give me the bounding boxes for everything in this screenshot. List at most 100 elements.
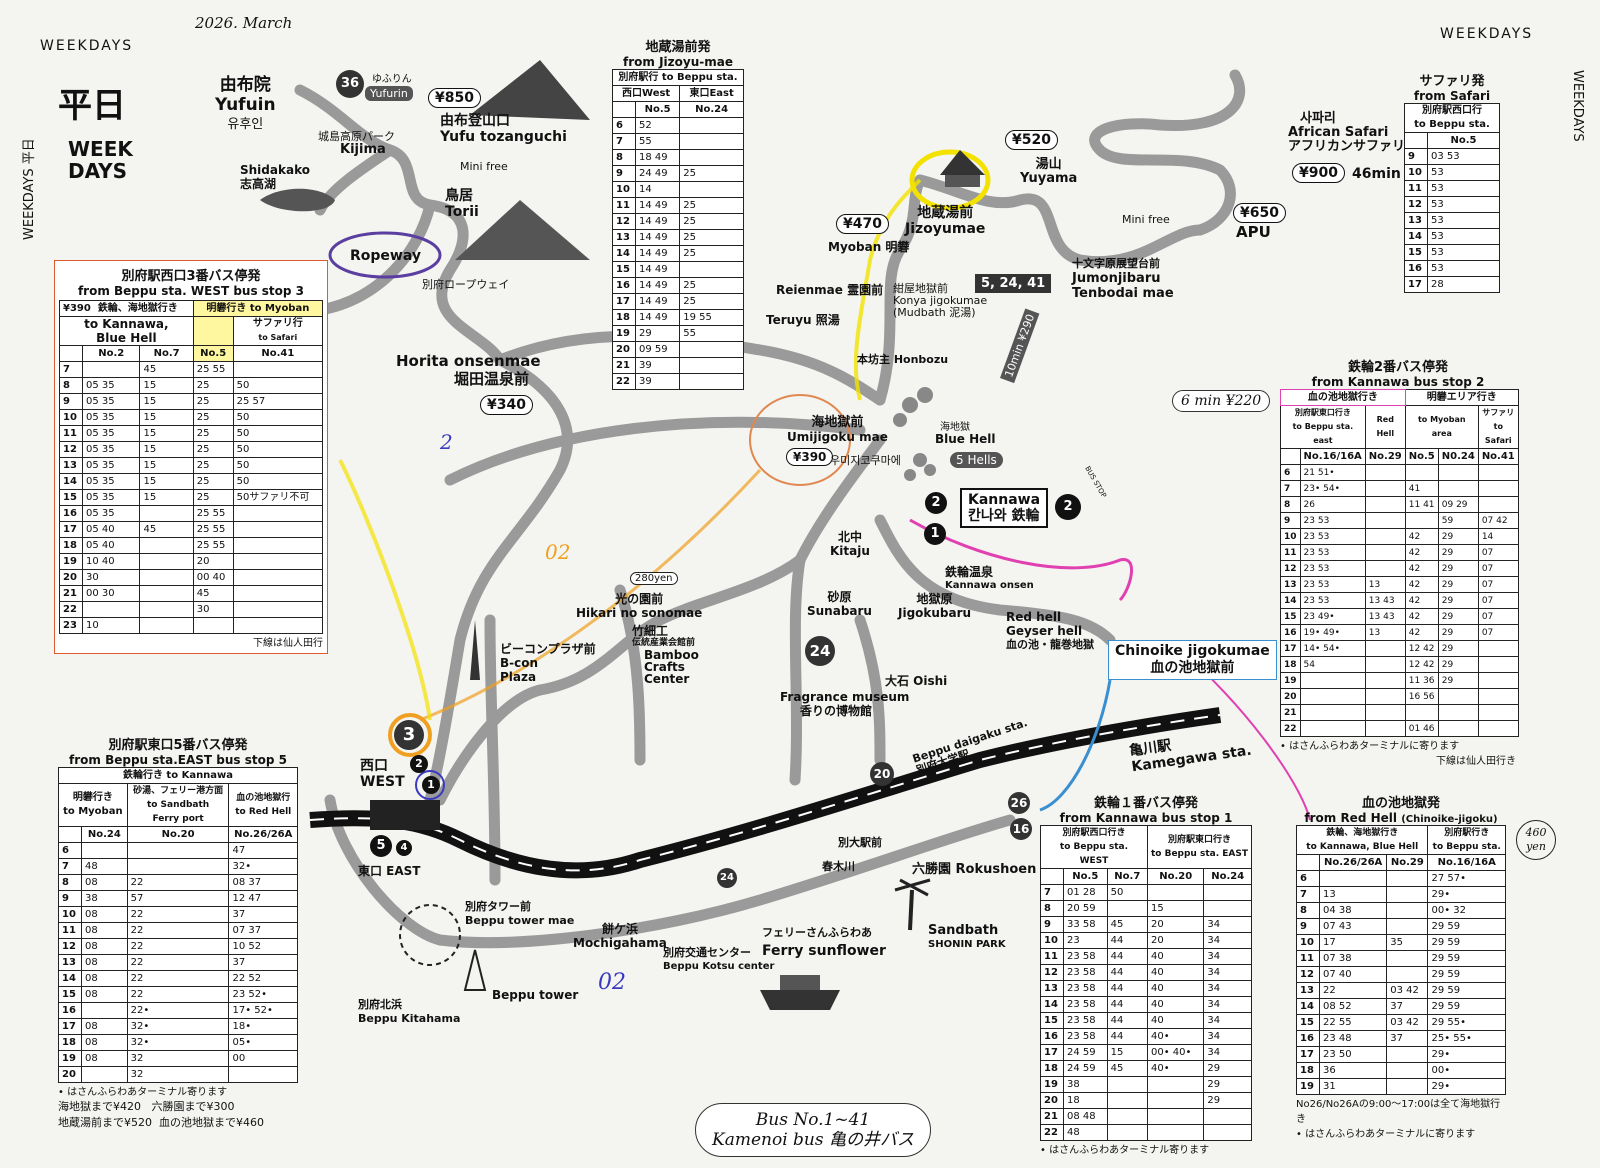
hour-cell: 13 bbox=[612, 229, 636, 246]
time-cell: 21 51• bbox=[1299, 464, 1366, 481]
time-cell: 44 bbox=[1106, 932, 1148, 949]
kannawa1-panel: 鉄輪１番バス停発 from Kannawa bus stop 1 別府駅西口行き… bbox=[1040, 792, 1253, 1156]
hour-cell: 16 bbox=[1280, 624, 1301, 641]
time-cell: 23 58 bbox=[1063, 996, 1108, 1013]
time-cell: 22 bbox=[126, 938, 230, 955]
time-cell: 34 bbox=[1203, 1028, 1252, 1045]
hour-cell: 15 bbox=[612, 261, 636, 278]
time-cell: 14 49 bbox=[634, 213, 681, 230]
hour-cell: 18 bbox=[59, 537, 83, 554]
time-cell: 23 53 bbox=[1299, 544, 1366, 561]
time-cell: 08 bbox=[81, 938, 128, 955]
bcon-en2: Plaza bbox=[500, 670, 537, 684]
hour-cell: 23 bbox=[59, 617, 83, 634]
kitaju-jp: 北中 bbox=[837, 530, 862, 544]
jizoyu-col-1: No.24 bbox=[679, 101, 744, 118]
horita-en: Horita onsenmae bbox=[396, 352, 541, 370]
time-cell bbox=[1386, 870, 1429, 887]
jumonjibaru-label: 十文字原展望台前 Jumonjibaru Tenbodai mae bbox=[1072, 256, 1174, 301]
time-cell: 14 49 bbox=[634, 245, 681, 262]
time-cell: 22 bbox=[126, 874, 230, 891]
time-cell: 24 49 bbox=[634, 165, 681, 182]
time-cell: 12 42 bbox=[1404, 640, 1439, 657]
time-cell: 29• bbox=[1427, 1078, 1506, 1095]
east5-myoban-h1: 明礬行き bbox=[72, 792, 113, 803]
time-cell: 37 bbox=[1386, 1030, 1429, 1047]
konya-label: 紺屋地獄前 Konya jigokumae (Mudbath 泥湯) bbox=[893, 283, 987, 319]
beppu-tower-mae-en: Beppu tower mae bbox=[465, 914, 575, 927]
shidakako-jp: 志高湖 bbox=[240, 177, 277, 191]
jizoyu-col-0: No.5 bbox=[634, 101, 681, 118]
time-cell bbox=[232, 601, 324, 618]
hour-cell: 20 bbox=[1040, 1092, 1064, 1109]
west3-note: 下線は仙人田行 bbox=[253, 638, 323, 649]
time-cell bbox=[232, 617, 324, 634]
hand-scribble-2: 2 bbox=[440, 430, 453, 454]
time-cell: 14 49 bbox=[634, 229, 681, 246]
time-cell: 25 55 bbox=[192, 361, 234, 378]
yufuin-label: 由布院 Yufuin 유후인 bbox=[215, 75, 276, 135]
time-cell: 23• 54• bbox=[1299, 480, 1366, 497]
time-cell: 40 bbox=[1146, 996, 1205, 1013]
time-cell: 40 bbox=[1146, 964, 1205, 981]
time-cell bbox=[1404, 512, 1439, 529]
time-cell bbox=[1203, 1108, 1252, 1125]
kitahama-label: 別府北浜 Beppu Kitahama bbox=[358, 998, 460, 1026]
kannawa-stop-1: 1 bbox=[924, 523, 946, 545]
time-cell: 05 35 bbox=[81, 441, 141, 458]
time-cell: 29 bbox=[1437, 640, 1479, 657]
time-cell bbox=[1203, 900, 1252, 917]
kannawa2-col-2: No.5 bbox=[1404, 448, 1439, 465]
time-cell: 42 bbox=[1404, 576, 1439, 593]
time-cell: 42 bbox=[1404, 608, 1439, 625]
time-cell: 20 bbox=[1146, 932, 1205, 949]
beppu-kotsu-label: 別府交通センター Beppu Kotsu center bbox=[663, 946, 774, 974]
kannawa2-col-1: No.29 bbox=[1364, 448, 1406, 465]
kijima-label: Kijima bbox=[340, 142, 386, 157]
time-cell: 42 bbox=[1404, 560, 1439, 577]
west3-dest-cell: ¥390 鉄輪、海地獄行き bbox=[59, 300, 194, 317]
hour-cell: 21 bbox=[1040, 1108, 1064, 1125]
time-cell: 23 58 bbox=[1063, 1012, 1108, 1029]
jizoyumae-label: 地蔵湯前 Jizoyumae bbox=[905, 205, 985, 237]
umijigoku-jp: 海地獄前 bbox=[811, 415, 864, 430]
hour-cell: 17 bbox=[1280, 640, 1301, 657]
jizoyu-title-en: from Jizoyu-mae bbox=[623, 55, 733, 69]
time-cell: 35 bbox=[1386, 934, 1429, 951]
kannawa-jp: 鉄輪 bbox=[1011, 508, 1040, 524]
hour-cell: 11 bbox=[1404, 180, 1428, 197]
time-cell bbox=[1386, 902, 1429, 919]
time-cell: 50 bbox=[232, 425, 324, 442]
kannawa1-title-en: from Kannawa bus stop 1 bbox=[1059, 811, 1233, 825]
time-cell bbox=[1386, 1062, 1429, 1079]
hour-cell: 7 bbox=[1040, 884, 1064, 901]
bamboo-en3: Center bbox=[644, 672, 690, 686]
time-cell: 07 bbox=[1477, 560, 1519, 577]
ferry-jp: フェリーさんふらわあ bbox=[762, 926, 872, 939]
konya-en: Konya jigokumae bbox=[893, 294, 988, 307]
hour-cell: 14 bbox=[59, 473, 83, 490]
hour-cell: 10 bbox=[59, 409, 83, 426]
time-cell: 13 bbox=[1318, 886, 1388, 903]
time-cell bbox=[81, 842, 128, 859]
time-cell: 53 bbox=[1427, 244, 1500, 261]
hour-cell: 22 bbox=[1040, 1124, 1064, 1141]
blue-hell-label: Blue Hell bbox=[935, 432, 996, 446]
time-cell bbox=[1364, 672, 1406, 689]
